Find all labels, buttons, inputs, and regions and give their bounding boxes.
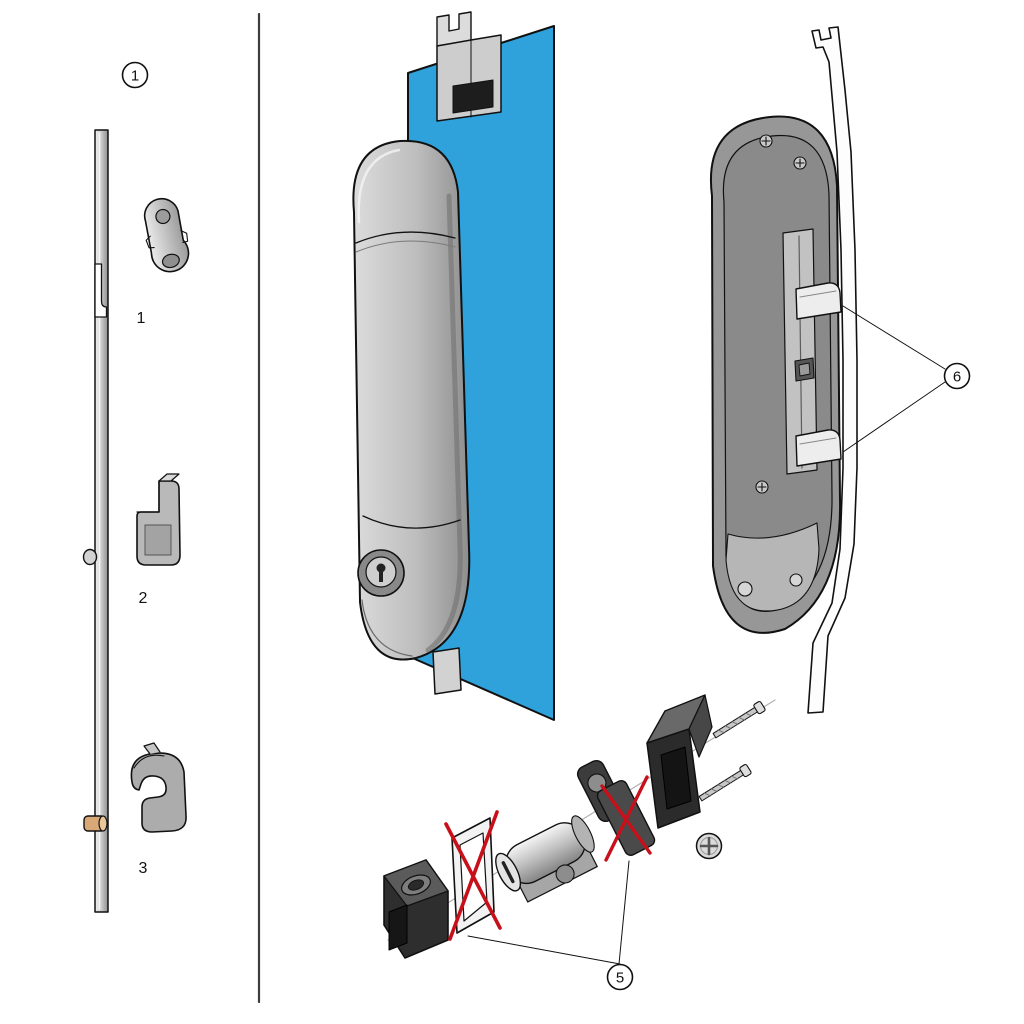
screw-1 — [712, 701, 766, 739]
part-label-1: 1 — [137, 310, 146, 327]
rod-pin — [82, 548, 98, 566]
phillips-screw-head — [695, 832, 723, 860]
callout-6-label: 6 — [953, 369, 961, 386]
rod-holder-pin — [83, 815, 108, 832]
cavity-boss-right — [789, 573, 803, 587]
part-label-3: 3 — [139, 860, 148, 877]
rod-clip-bottom — [795, 429, 842, 467]
screw-2 — [698, 764, 752, 802]
rod-bar — [94, 129, 109, 913]
keyhole-slot — [379, 569, 383, 582]
callout-6-circle — [943, 362, 971, 390]
callout-1: 1 — [121, 61, 149, 89]
control-rod-left — [94, 129, 109, 913]
callout-5: 5 — [606, 963, 634, 991]
part-label-2: 2 — [139, 590, 148, 607]
part-clip — [136, 473, 181, 566]
pin-end — [98, 815, 108, 832]
handle-front-section — [352, 11, 555, 721]
control-rod-rear — [807, 26, 858, 714]
profile-slot — [452, 79, 494, 114]
clip-inset — [144, 524, 172, 556]
rod-holder-body — [130, 752, 187, 833]
cavity-boss-left — [737, 581, 753, 597]
lock-exploded-section: 5 — [383, 694, 776, 991]
screw-head — [753, 701, 766, 715]
handle-front — [352, 139, 471, 661]
profile-cylinder-part — [495, 815, 598, 903]
gasket-plate-crossed — [596, 775, 656, 862]
cylinder-rear-cap — [571, 815, 595, 853]
callout-1-label: 1 — [131, 68, 139, 85]
callout-1-circle — [121, 61, 149, 89]
red-cross-2 — [600, 775, 652, 862]
keyhole-round — [376, 563, 386, 573]
lock-housing-bore-inner — [407, 879, 425, 891]
lock-housing-slot — [388, 904, 408, 951]
part-rod-holder — [130, 742, 187, 833]
cam-block — [794, 357, 815, 382]
screw-head — [739, 764, 752, 778]
clamp-right-face — [688, 694, 713, 758]
rod-clip-top — [795, 282, 842, 320]
leader-line-6b — [842, 381, 946, 453]
handle-seam-top — [355, 231, 456, 244]
rod-guide-tab-right — [180, 230, 189, 244]
profile-prongs — [436, 11, 472, 47]
frame-profile-top — [436, 11, 502, 122]
lock-housing-part — [383, 859, 449, 959]
rod-tail-bottom — [432, 647, 462, 695]
slide-track-slot — [798, 235, 803, 469]
callout-5-circle — [606, 963, 634, 991]
handle-edge-highlight — [357, 148, 401, 224]
clip-notch-line — [136, 480, 160, 513]
rod-control-section: 1 1 2 — [82, 61, 190, 913]
leader-line-5a — [467, 935, 621, 965]
red-cross-1 — [444, 810, 502, 941]
callout-5-label: 5 — [616, 970, 624, 987]
rod-holder-hook — [143, 742, 161, 755]
part-rod-guide — [143, 198, 190, 273]
cylinder-cam — [555, 864, 575, 884]
callout-6: 6 — [943, 362, 971, 390]
handle-seam-top-shadow — [355, 240, 456, 253]
clip-top-face — [158, 473, 180, 482]
rod-holder-ridge — [133, 754, 165, 769]
rod-hook-slot — [94, 263, 108, 318]
lock-cylinder-front — [357, 549, 405, 597]
handle-rear-housing — [710, 115, 842, 634]
handle-body — [352, 139, 471, 661]
clamp-slot — [660, 746, 692, 810]
gasket-frame-crossed — [444, 810, 502, 941]
key-slot — [501, 861, 515, 884]
rod-guide-hole-top — [155, 208, 171, 225]
handle-rear-section: 6 — [710, 26, 971, 714]
rod-guide-hole-bottom — [161, 253, 180, 269]
leader-line-6a — [842, 305, 946, 370]
rod-guide-tab-left — [145, 235, 155, 249]
handle-base-shadow — [361, 599, 413, 657]
leader-line-5b — [618, 860, 630, 965]
clamp-part — [646, 694, 713, 829]
handle-seam-bottom — [362, 515, 461, 529]
handle-side-shade — [425, 193, 463, 653]
